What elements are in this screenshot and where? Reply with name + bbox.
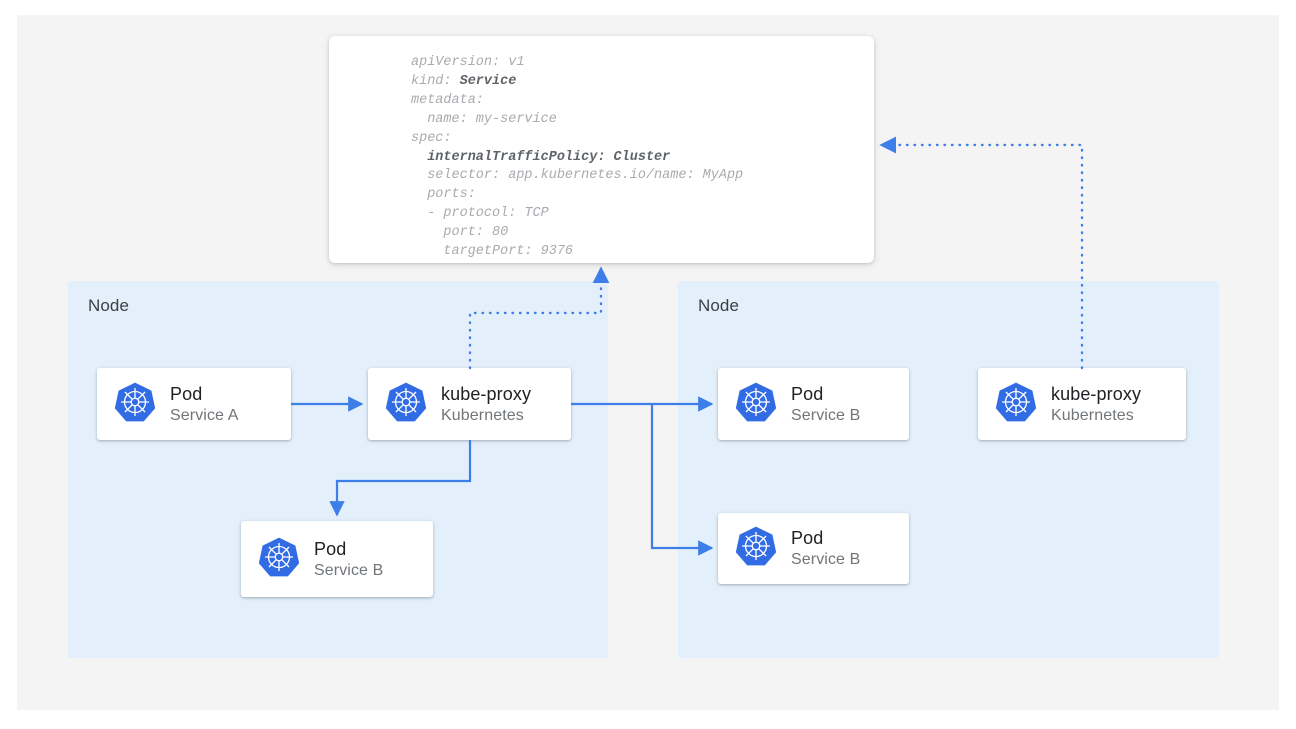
yaml-line: apiVersion: v1	[411, 55, 525, 70]
card-subtitle: Kubernetes	[441, 406, 524, 424]
service-spec-panel: apiVersion: v1 kind: Service metadata: nam…	[329, 36, 874, 263]
card-text: Pod Service B	[791, 527, 860, 570]
node-box-right: Node	[678, 281, 1219, 658]
card-text: Pod Service B	[791, 383, 860, 426]
kubernetes-icon	[258, 536, 300, 583]
yaml-line: port: 80	[411, 225, 509, 241]
card-text: Pod Service B	[314, 538, 383, 581]
card-text: kube-proxy Kubernetes	[441, 383, 531, 426]
card-kube-proxy-right[interactable]: kube-proxy Kubernetes	[978, 368, 1186, 440]
kubernetes-icon	[114, 381, 156, 428]
card-pod-service-b-remote-bottom[interactable]: Pod Service B	[718, 513, 909, 584]
yaml-line: internalTrafficPolicy: Cluster	[411, 149, 671, 165]
card-pod-service-b-local[interactable]: Pod Service B	[241, 521, 433, 597]
yaml-line: ports:	[411, 187, 476, 203]
diagram-canvas: Node Node apiVersion: v1 kind: Service met…	[17, 15, 1279, 710]
yaml-line: targetPort: 9376	[411, 244, 574, 260]
yaml-line: metadata:	[411, 92, 484, 108]
node-box-left: Node	[68, 281, 608, 658]
kubernetes-icon	[735, 381, 777, 428]
card-pod-service-b-remote-top[interactable]: Pod Service B	[718, 368, 909, 440]
yaml-line: - protocol: TCP	[411, 206, 549, 222]
kubernetes-icon	[385, 381, 427, 428]
card-subtitle: Service A	[170, 406, 239, 424]
card-kube-proxy-left[interactable]: kube-proxy Kubernetes	[368, 368, 571, 440]
card-text: kube-proxy Kubernetes	[1051, 383, 1141, 426]
card-text: Pod Service A	[170, 383, 239, 426]
card-title: kube-proxy	[1051, 383, 1142, 404]
card-subtitle: Kubernetes	[1051, 406, 1134, 424]
kubernetes-icon	[735, 525, 777, 572]
kubernetes-icon	[995, 381, 1037, 428]
card-subtitle: Service B	[314, 561, 384, 579]
card-title: Pod	[791, 383, 824, 404]
yaml-line: name: my-service	[411, 111, 557, 127]
yaml-line: kind: Service	[411, 73, 517, 89]
card-pod-service-a[interactable]: Pod Service A	[97, 368, 291, 440]
card-title: Pod	[314, 538, 347, 559]
yaml-line: spec:	[411, 130, 452, 146]
node-label-right: Node	[698, 296, 740, 315]
card-title: kube-proxy	[441, 383, 532, 404]
service-spec-yaml: apiVersion: v1 kind: Service metadata: nam…	[411, 54, 743, 262]
card-subtitle: Service B	[791, 551, 861, 568]
card-title: Pod	[170, 383, 203, 404]
card-title: Pod	[791, 528, 824, 548]
card-subtitle: Service B	[791, 406, 861, 424]
node-label-left: Node	[88, 296, 130, 315]
yaml-line: selector: app.kubernetes.io/name: MyApp	[411, 168, 744, 184]
